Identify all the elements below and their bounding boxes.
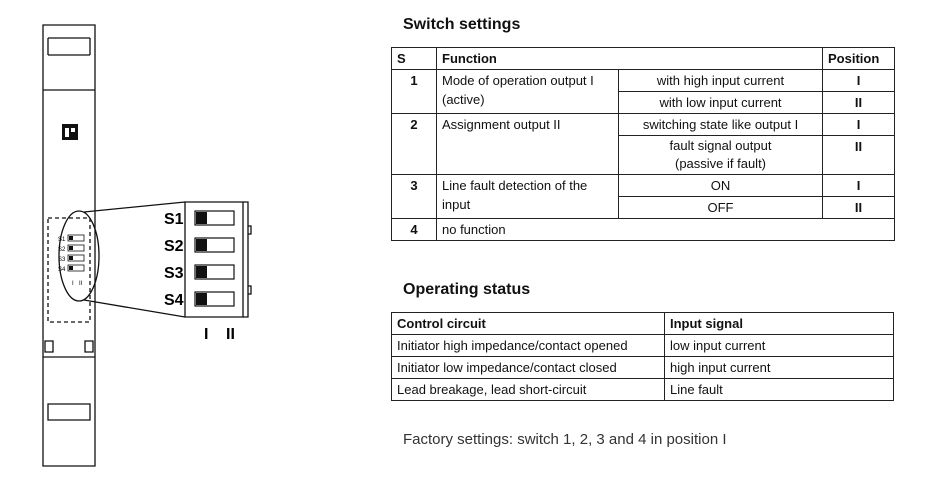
switch-number: 3 xyxy=(391,174,437,219)
column-header-input-signal: Input signal xyxy=(664,312,894,335)
function-cell: Assignment output II xyxy=(436,113,619,175)
setting-cell: switching state like output I xyxy=(617,113,824,136)
table-header-row: S Function Position xyxy=(391,47,896,70)
small-dip-switch-knob xyxy=(69,236,73,240)
small-dip-switch-slot xyxy=(67,244,85,252)
column-header-s: S xyxy=(391,47,437,70)
switch-number: 4 xyxy=(391,218,437,241)
switch-label: S3 xyxy=(164,265,184,282)
position-label-i: I xyxy=(204,326,208,343)
table-row: 3 Line fault detection of the input ON I xyxy=(391,174,896,219)
small-position-label-ii: II xyxy=(79,281,83,287)
switch-settings-title: Switch settings xyxy=(403,16,521,33)
position-label-ii: II xyxy=(226,326,235,343)
function-cell: no function xyxy=(435,218,896,241)
top-terminal xyxy=(47,37,91,56)
bottom-terminal xyxy=(47,403,91,421)
switch-label: S1 xyxy=(164,211,184,228)
position-cell: II xyxy=(822,135,896,175)
table-row: 2 Assignment output II switching state l… xyxy=(391,113,896,175)
table-row: Initiator high impedance/contact opened … xyxy=(391,334,894,357)
small-dip-switch-slot xyxy=(67,264,85,272)
table-header-row: Control circuit Input signal xyxy=(391,312,894,335)
input-signal-cell: low input current xyxy=(664,334,894,357)
control-circuit-cell: Initiator low impedance/contact closed xyxy=(391,356,665,379)
table-row: 1 Mode of operation output I (active) wi… xyxy=(391,69,896,114)
input-signal-cell: high input current xyxy=(664,356,894,379)
switch-number: 2 xyxy=(391,113,437,175)
small-position-label-i: I xyxy=(72,281,74,287)
brand-logo-icon xyxy=(62,124,78,140)
dip-switch-knob xyxy=(196,293,207,305)
column-header-position: Position xyxy=(822,47,896,70)
switch-settings-table: S Function Position 1 Mode of operation … xyxy=(391,47,896,241)
switch-number: 1 xyxy=(391,69,437,114)
dip-switch-knob xyxy=(196,266,207,278)
small-switch-label: S1 xyxy=(58,237,66,243)
column-header-control-circuit: Control circuit xyxy=(391,312,665,335)
position-cell: I xyxy=(822,113,896,136)
column-header-function: Function xyxy=(435,47,824,70)
control-circuit-cell: Initiator high impedance/contact opened xyxy=(391,334,665,357)
input-signal-cell: Line fault xyxy=(664,378,894,401)
small-dip-switch-knob xyxy=(69,256,73,260)
small-switch-label: S2 xyxy=(58,247,66,253)
operating-status-table: Control circuit Input signal Initiator h… xyxy=(391,312,894,401)
dip-switch-knob xyxy=(196,239,207,251)
setting-cell: ON xyxy=(617,174,824,197)
switch-label: S4 xyxy=(164,292,184,309)
setting-cell: OFF xyxy=(617,196,824,219)
dip-switch-knob xyxy=(196,212,207,224)
position-cell: I xyxy=(822,69,896,92)
switch-label: S2 xyxy=(164,238,184,255)
function-cell: Mode of operation output I (active) xyxy=(436,69,619,114)
table-row: Initiator low impedance/contact closed h… xyxy=(391,356,894,379)
setting-cell: fault signal output (passive if fault) xyxy=(617,135,824,175)
position-cell: II xyxy=(822,196,896,219)
small-dip-switch-slot xyxy=(67,254,85,262)
setting-cell: with low input current xyxy=(617,91,824,114)
small-dip-switch-slot xyxy=(67,234,85,242)
factory-settings-note: Factory settings: switch 1, 2, 3 and 4 i… xyxy=(403,431,727,448)
table-row: with low input current II xyxy=(392,91,896,114)
small-dip-switch-knob xyxy=(69,246,73,250)
position-cell: I xyxy=(822,174,896,197)
table-row: 4 no function xyxy=(391,218,896,241)
function-cell: Line fault detection of the input xyxy=(436,174,619,219)
housing-outline xyxy=(42,24,96,467)
setting-cell: with high input current xyxy=(617,69,824,92)
control-circuit-cell: Lead breakage, lead short-circuit xyxy=(391,378,665,401)
operating-status-title: Operating status xyxy=(403,281,531,298)
position-cell: II xyxy=(822,91,896,114)
table-row: Lead breakage, lead short-circuit Line f… xyxy=(391,378,894,401)
small-switch-label: S4 xyxy=(58,267,66,273)
magnifier-ellipse xyxy=(58,210,100,302)
small-switch-label: S3 xyxy=(58,257,66,263)
small-dip-switch-knob xyxy=(69,266,73,270)
